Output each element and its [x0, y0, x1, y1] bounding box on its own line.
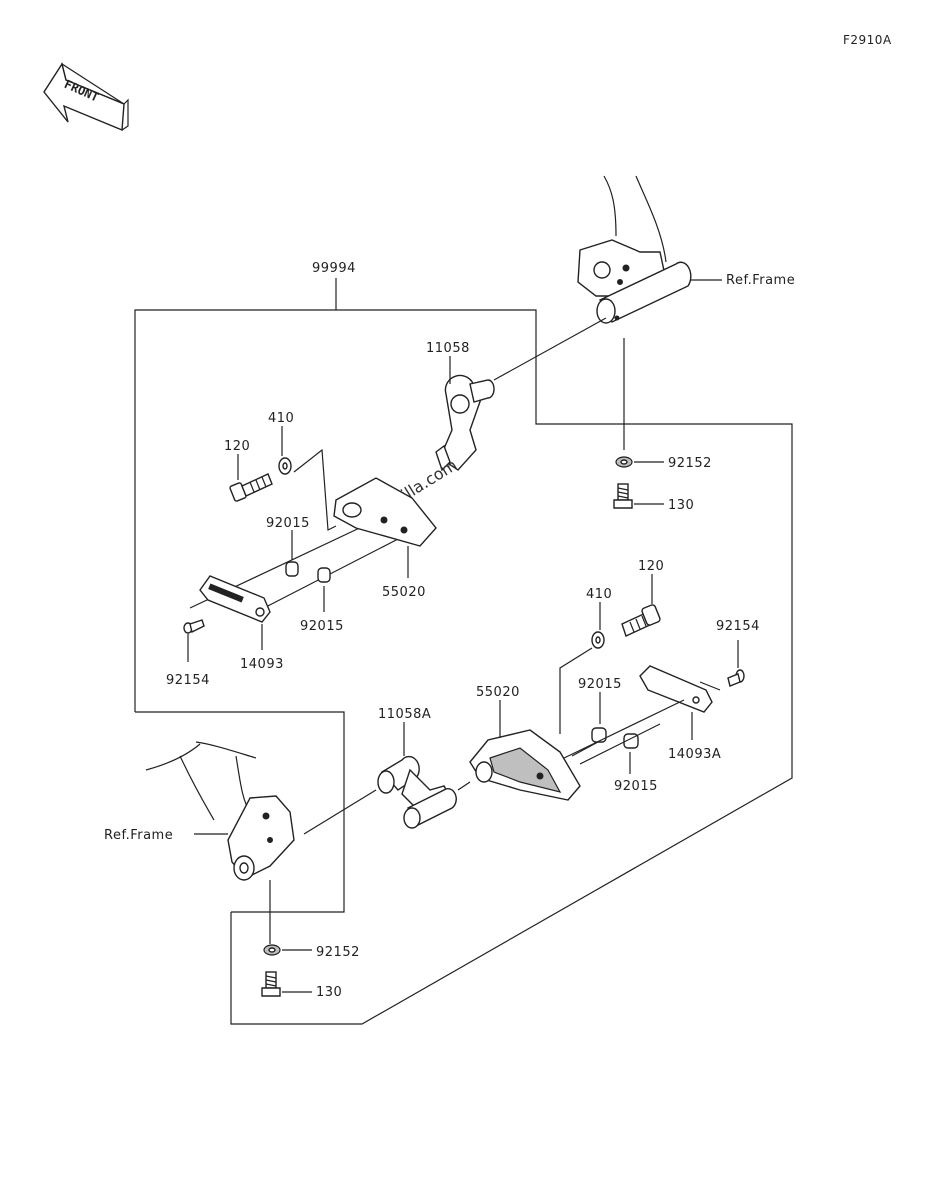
part-label-92015-d: 92015 — [614, 779, 658, 794]
part-label-92154-upper: 92154 — [166, 673, 210, 688]
part-label-92152-upper: 92152 — [668, 456, 712, 471]
part-label-92152-lower: 92152 — [316, 945, 360, 960]
part-55020-lower: 55020 — [469, 685, 581, 801]
part-14093A: 14093A — [639, 665, 721, 762]
part-label-92015-b: 92015 — [300, 619, 344, 634]
part-92154-upper: 92154 — [166, 619, 210, 688]
kit-bracket-99994: 99994 — [134, 261, 793, 1025]
part-410-lower: 410 — [586, 587, 612, 649]
part-14093: 14093 — [199, 575, 284, 672]
part-92015-upper-a: 92015 — [266, 516, 310, 577]
part-label-130-lower: 130 — [316, 985, 342, 1000]
front-arrow-icon: FRONT — [43, 62, 129, 132]
part-label-55020-lower: 55020 — [476, 685, 520, 700]
diagram-code: F2910A — [843, 33, 892, 47]
part-11058: 11058 — [426, 341, 495, 472]
part-92154-lower: 92154 — [716, 619, 760, 687]
part-410-upper: 410 — [268, 411, 294, 475]
part-130-lower: 130 — [261, 971, 342, 1000]
part-label-130-upper: 130 — [668, 498, 694, 513]
part-92015-lower-d: 92015 — [614, 733, 658, 794]
part-92152-upper: 92152 — [615, 456, 712, 471]
part-11058A: 11058A — [377, 707, 457, 829]
part-label-11058A: 11058A — [378, 707, 431, 722]
part-label-120-lower: 120 — [638, 559, 664, 574]
part-label-410-upper: 410 — [268, 411, 294, 426]
part-label-99994: 99994 — [312, 261, 356, 276]
part-label-14093A: 14093A — [668, 747, 721, 762]
part-label-11058: 11058 — [426, 341, 470, 356]
frame-upper-right: Ref.Frame — [577, 175, 795, 324]
part-label-92015-a: 92015 — [266, 516, 310, 531]
part-label-92015-c: 92015 — [578, 677, 622, 692]
part-label-14093: 14093 — [240, 657, 284, 672]
part-120-upper: 120 — [224, 439, 273, 502]
part-92015-lower-c: 92015 — [578, 677, 622, 743]
part-label-410-lower: 410 — [586, 587, 612, 602]
part-55020-upper: 55020 — [333, 477, 437, 600]
ref-frame-upper-label: Ref.Frame — [726, 273, 795, 288]
part-120-lower: 120 — [621, 559, 664, 637]
part-label-120-upper: 120 — [224, 439, 250, 454]
part-label-92154-lower: 92154 — [716, 619, 760, 634]
ref-frame-lower-label: Ref.Frame — [104, 828, 173, 843]
part-92152-lower: 92152 — [263, 944, 360, 960]
frame-lower-left: Ref.Frame — [104, 741, 295, 881]
part-130-upper: 130 — [613, 483, 694, 513]
part-92015-upper-b: 92015 — [300, 567, 344, 634]
part-label-55020-upper: 55020 — [382, 585, 426, 600]
